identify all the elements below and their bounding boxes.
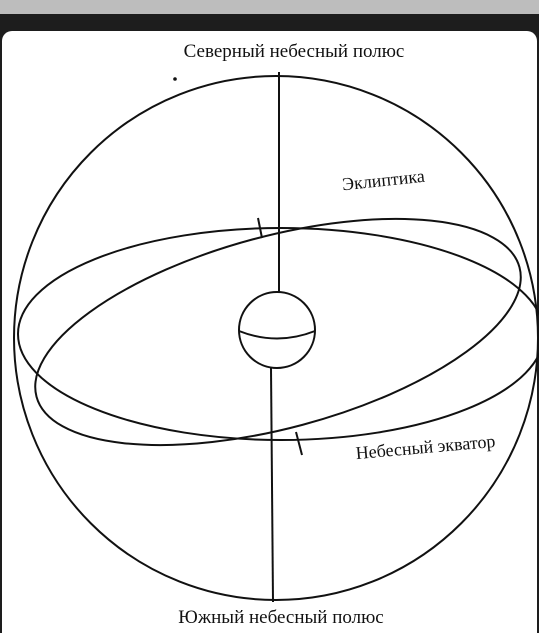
- south-pole-label: Южный небесный полюс: [178, 607, 383, 628]
- north-pole-label: Северный небесный полюс: [184, 41, 405, 62]
- earth-globe: [239, 292, 315, 368]
- celestial-equator-label: Небесный экватор: [355, 431, 496, 463]
- polar-axis-lower: [271, 368, 273, 602]
- earth-equator-line: [239, 331, 315, 339]
- equinox-marker-lower: [296, 432, 302, 455]
- stray-dot: [173, 77, 177, 81]
- ecliptic-label: Эклиптика: [341, 166, 425, 195]
